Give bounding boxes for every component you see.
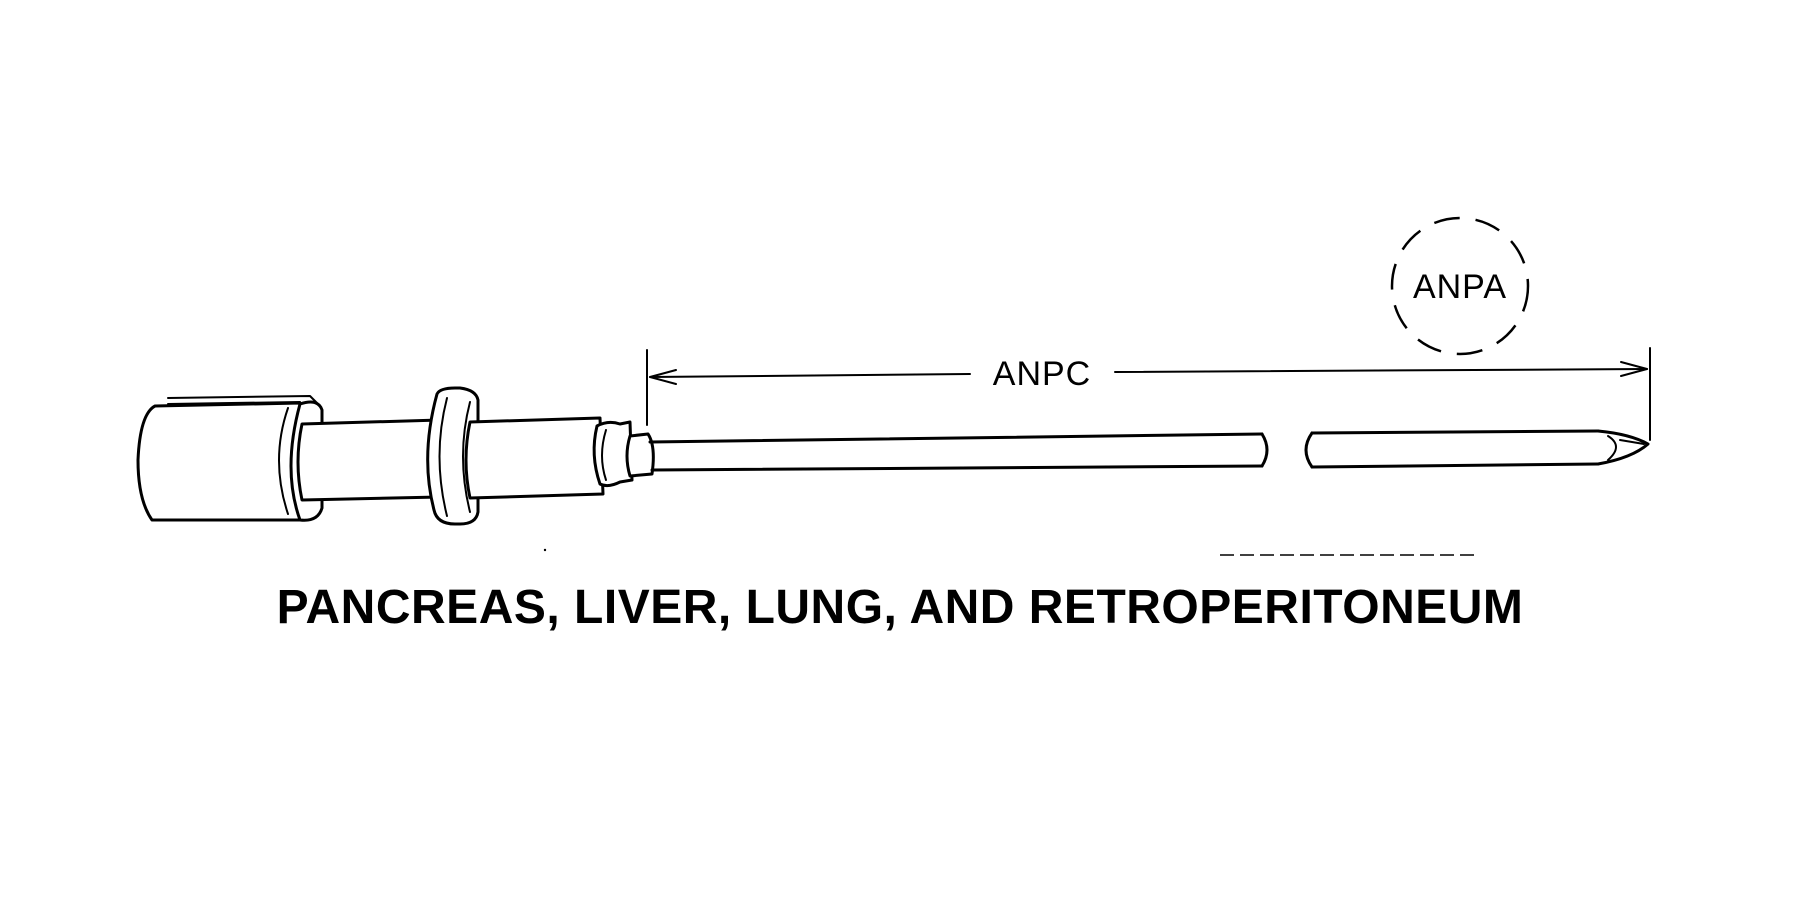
shaft-bottom-right [1310,462,1600,469]
shaft-top-right [1310,429,1600,435]
hub-body [296,418,442,502]
needle-tip-icon [1596,429,1650,466]
hub-flange-inner-edge [438,397,448,517]
hub-back-cap-rim-inner [167,401,301,405]
stylet-fitting [625,432,655,478]
needle-shaft [648,429,1650,472]
dimension-line-right [1114,368,1648,373]
shaft-top-left [648,432,1264,444]
arrow-right-icon [1620,361,1648,377]
scan-artifacts [543,548,1480,556]
needle-tip-point [1619,439,1645,445]
diagram-caption: PANCREAS, LIVER, LUNG, AND RETROPERITONE… [276,581,1524,634]
callout-label: ANPA [1413,268,1507,306]
shaft-bottom-left [650,464,1264,472]
hub-barrel [464,416,605,500]
dimension-line-left [649,373,971,378]
hub-nose-edge [601,429,607,481]
scan-artifact-dot [543,548,547,552]
shaft-break-right-icon [1304,431,1314,469]
hub-collar-edge [278,407,289,515]
needle-hub [136,386,655,526]
hub-flange-front-edge [462,401,471,513]
arrow-left-icon [649,369,677,385]
shaft-break-left-icon [1260,432,1269,468]
dimension-line: ANPC [646,347,1651,441]
needle-tip-bevel [1607,435,1617,461]
callout-circle: ANPA [1390,216,1530,356]
dimension-label: ANPC [993,355,1091,393]
